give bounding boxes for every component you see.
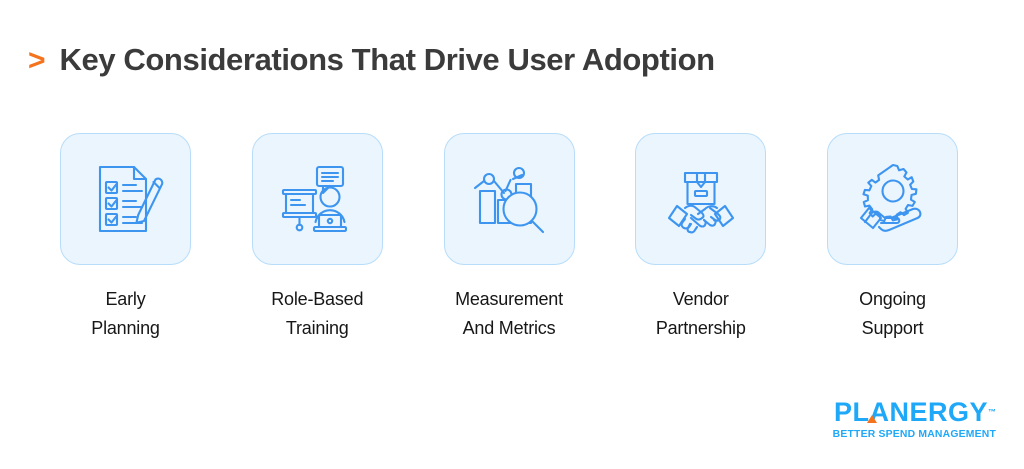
icon-card [60, 133, 191, 265]
logo-accent-triangle [866, 414, 877, 423]
icon-card [635, 133, 767, 265]
icon-card [443, 133, 575, 265]
handshake-package-icon [659, 157, 743, 241]
presentation-training-person-icon [275, 157, 359, 241]
consideration-cards-row: Early Planning [60, 133, 958, 343]
logo-wordmark: PLANERGY [833, 396, 988, 427]
card-label: Ongoing Support [859, 289, 926, 339]
page-title-text: Key Considerations That Drive User Adopt… [59, 42, 716, 77]
consideration-item-measurement-and-metrics[interactable]: Measurement And Metrics [443, 133, 575, 343]
consideration-item-early-planning[interactable]: Early Planning [60, 133, 191, 343]
icon-card [251, 133, 383, 265]
logo-wordmark-text: PLANERGY [833, 396, 988, 427]
consideration-item-vendor-partnership[interactable]: Vendor Partnership [635, 133, 767, 343]
checklist-document-pencil-icon [84, 157, 168, 241]
planergy-logo: PLANERGY ™ BETTER SPEND MANAGEMENT [832, 396, 996, 440]
trademark-symbol: ™ [988, 407, 996, 417]
gear-on-hand-icon [851, 157, 935, 241]
icon-card [827, 133, 958, 265]
bar-chart-magnifier-icon [467, 157, 551, 241]
logo-tagline: BETTER SPEND MANAGEMENT [832, 428, 996, 440]
consideration-item-ongoing-support[interactable]: Ongoing Support [827, 133, 958, 343]
card-label: Early Planning [91, 289, 160, 339]
card-label: Role-Based Training [271, 289, 364, 339]
consideration-item-role-based-training[interactable]: Role-Based Training [251, 133, 383, 343]
card-label: Vendor Partnership [655, 289, 746, 339]
card-label: Measurement And Metrics [455, 289, 563, 339]
page-title: > Key Considerations That Drive User Ado… [28, 44, 715, 76]
chevron-right-icon: > [28, 44, 46, 77]
